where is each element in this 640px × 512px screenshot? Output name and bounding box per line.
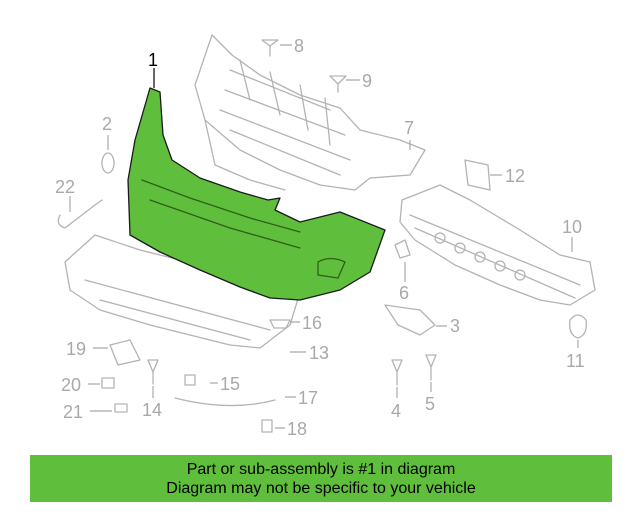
- callout-16: 16: [302, 313, 322, 333]
- callout-22: 22: [55, 177, 75, 197]
- callout-21: 21: [63, 402, 83, 422]
- small-hardware-parts: [57, 39, 587, 433]
- callout-1: 1: [148, 50, 158, 70]
- leader-lines: [69, 44, 579, 429]
- energy-absorber-part: [399, 184, 596, 306]
- callout-7: 7: [404, 118, 414, 138]
- callout-19: 19: [66, 339, 86, 359]
- info-banner: Part or sub-assembly is #1 in diagram Di…: [30, 455, 612, 502]
- banner-line-disclaimer: Diagram may not be specific to your vehi…: [166, 479, 476, 497]
- callout-labels: 1 2 3 4 5 6 7 8 9 10 11 12 13 14 15 16 1…: [55, 36, 585, 439]
- callout-11: 11: [566, 351, 585, 371]
- callout-14: 14: [142, 400, 162, 420]
- callout-9: 9: [362, 71, 372, 91]
- banner-line-part-info: Part or sub-assembly is #1 in diagram: [186, 460, 456, 478]
- callout-17: 17: [298, 388, 318, 408]
- grille-reinforcement-part: [194, 34, 426, 191]
- callout-4: 4: [391, 401, 401, 421]
- callout-18: 18: [287, 419, 307, 439]
- callout-3: 3: [450, 316, 460, 336]
- callout-10: 10: [562, 217, 582, 237]
- parts-diagram: 1 2 3 4 5 6 7 8 9 10 11 12 13 14 15 16 1…: [55, 34, 596, 439]
- callout-6: 6: [399, 283, 409, 303]
- callout-12: 12: [505, 166, 525, 186]
- bumper-cover-part: [127, 87, 386, 301]
- bracket-part: [384, 304, 436, 336]
- splash-shield-part: [64, 234, 301, 349]
- callout-8: 8: [294, 36, 304, 56]
- callout-15: 15: [220, 374, 240, 394]
- callout-13: 13: [309, 343, 329, 363]
- callout-2: 2: [102, 114, 112, 134]
- callout-20: 20: [61, 375, 81, 395]
- callout-5: 5: [425, 394, 435, 414]
